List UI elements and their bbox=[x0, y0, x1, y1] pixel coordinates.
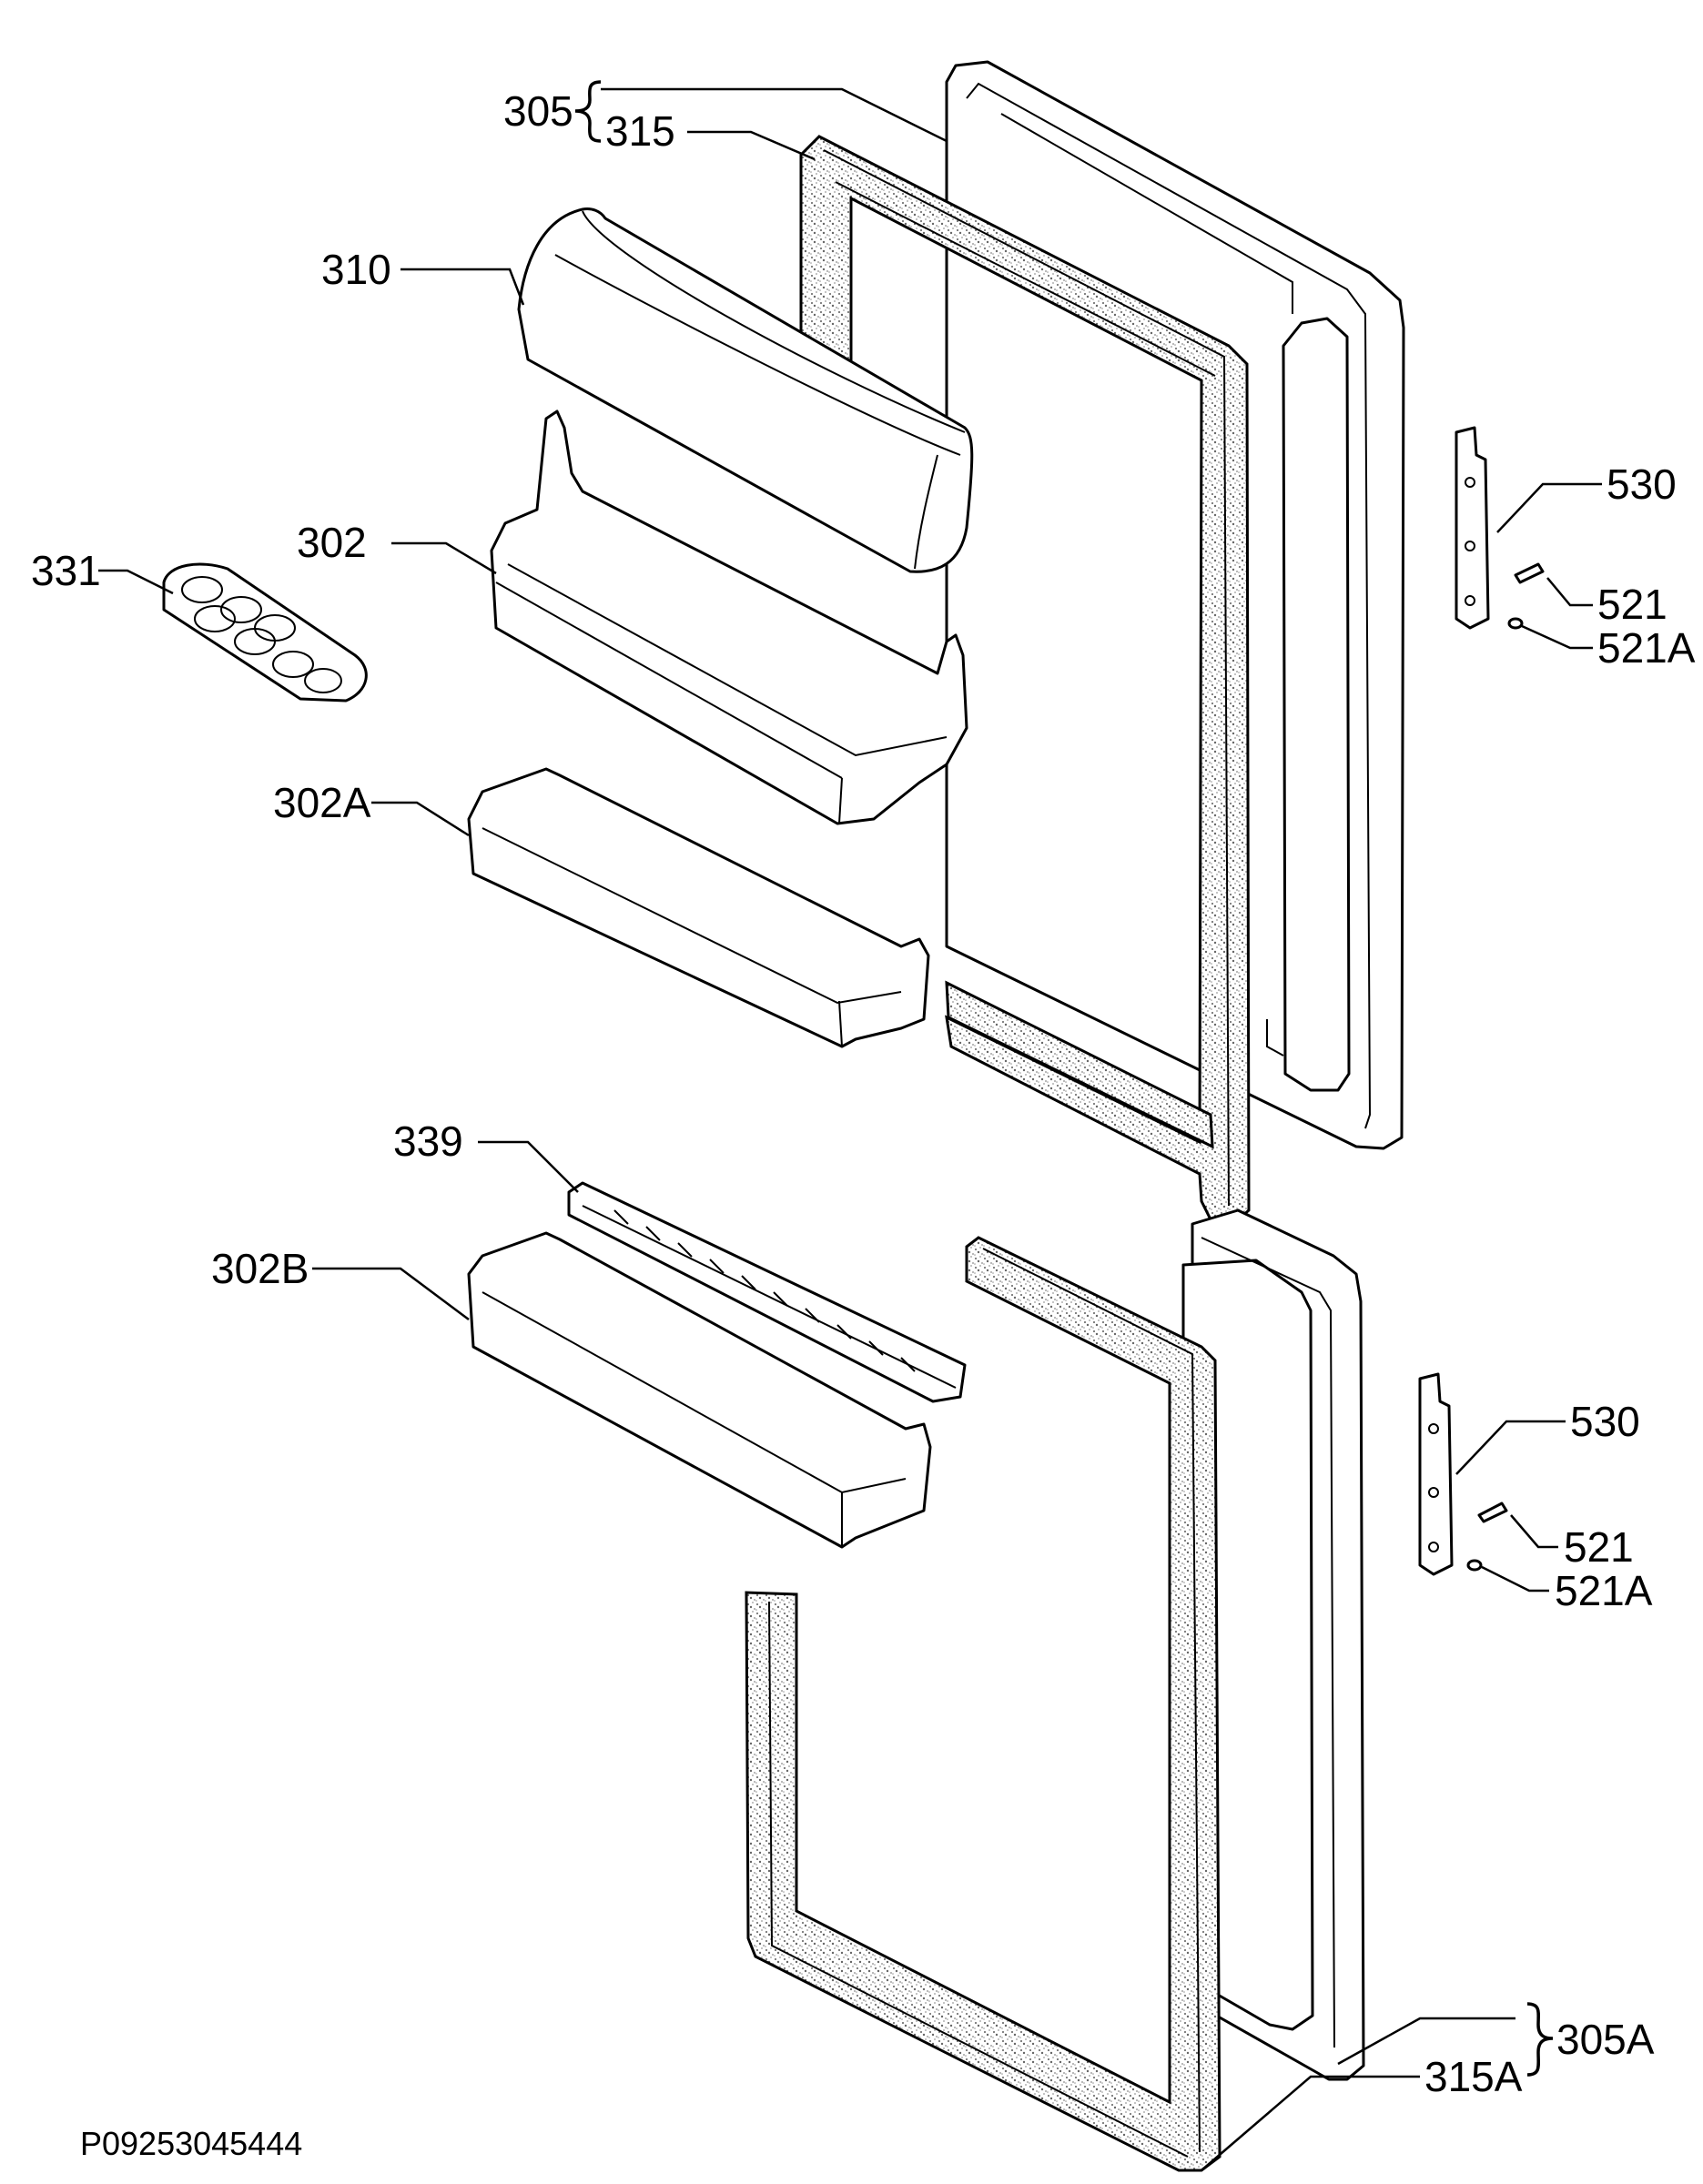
upper-door-panel bbox=[945, 60, 1405, 1150]
label-num: 302 bbox=[297, 519, 367, 566]
part-label-305: 305 bbox=[503, 87, 573, 135]
label-num: 530 bbox=[1607, 460, 1677, 508]
label-num: 530 bbox=[1570, 1398, 1640, 1445]
lower-washer bbox=[1466, 1559, 1483, 1572]
lower-hinge-pin bbox=[1477, 1502, 1508, 1523]
lower-door-shelf bbox=[467, 1231, 932, 1549]
label-num: 310 bbox=[321, 246, 391, 293]
label-suffix: A bbox=[1668, 624, 1696, 672]
part-label-521a-lower: 521A bbox=[1555, 1567, 1653, 1614]
svg-text:310: 310 bbox=[321, 246, 391, 293]
bottle-rack bbox=[567, 1181, 967, 1403]
part-label-302b: 302B bbox=[211, 1245, 309, 1292]
svg-text:305A: 305A bbox=[1556, 2016, 1655, 2063]
upper-door-gasket bbox=[799, 135, 1251, 1226]
svg-text:521A: 521A bbox=[1597, 624, 1696, 672]
upper-hinge-pin bbox=[1514, 562, 1545, 584]
svg-text:302A: 302A bbox=[273, 779, 371, 826]
leader-lines bbox=[98, 87, 1602, 2171]
label-num: 305 bbox=[503, 87, 573, 135]
label-num: 331 bbox=[31, 547, 101, 594]
svg-text:521: 521 bbox=[1564, 1523, 1634, 1571]
drawing-id: P09253045444 bbox=[80, 2125, 302, 2162]
lower-hinge bbox=[1418, 1372, 1454, 1576]
dairy-compartment-cover bbox=[517, 207, 974, 573]
part-label-315a: 315A bbox=[1424, 2053, 1523, 2100]
svg-text:521: 521 bbox=[1597, 581, 1668, 628]
label-num: 315 bbox=[1424, 2053, 1495, 2100]
middle-door-shelf bbox=[467, 767, 930, 1048]
brace-lower bbox=[1526, 2002, 1554, 2077]
svg-text:315A: 315A bbox=[1424, 2053, 1523, 2100]
upper-washer bbox=[1507, 617, 1524, 630]
svg-text:305: 305 bbox=[503, 87, 573, 135]
svg-text:530: 530 bbox=[1570, 1398, 1640, 1445]
svg-text:331: 331 bbox=[31, 547, 101, 594]
svg-text:530: 530 bbox=[1607, 460, 1677, 508]
svg-text:302B: 302B bbox=[211, 1245, 309, 1292]
label-suffix: A bbox=[1495, 2053, 1523, 2100]
label-num: 302 bbox=[211, 1245, 281, 1292]
part-label-339: 339 bbox=[393, 1117, 463, 1165]
part-label-302a: 302A bbox=[273, 779, 371, 826]
part-label-315: 315 bbox=[605, 107, 675, 155]
svg-text:302: 302 bbox=[297, 519, 367, 566]
svg-text:339: 339 bbox=[393, 1117, 463, 1165]
label-num: 302 bbox=[273, 779, 343, 826]
label-num: 305 bbox=[1556, 2016, 1627, 2063]
part-label-530-upper: 530 bbox=[1607, 460, 1677, 508]
part-label-302: 302 bbox=[297, 519, 367, 566]
svg-text:521A: 521A bbox=[1555, 1567, 1653, 1614]
label-suffix: A bbox=[1627, 2016, 1655, 2063]
part-label-521-upper: 521 bbox=[1597, 581, 1668, 628]
upper-hinge bbox=[1455, 426, 1490, 630]
label-num: 315 bbox=[605, 107, 675, 155]
label-num: 339 bbox=[393, 1117, 463, 1165]
label-num: 521 bbox=[1597, 624, 1668, 672]
lower-door-gasket bbox=[745, 1236, 1221, 2172]
label-num: 521 bbox=[1564, 1523, 1634, 1571]
label-num: 521 bbox=[1597, 581, 1668, 628]
part-label-305a: 305A bbox=[1556, 2016, 1655, 2063]
egg-tray bbox=[162, 562, 368, 703]
part-label-331: 331 bbox=[31, 547, 101, 594]
part-label-521-lower: 521 bbox=[1564, 1523, 1634, 1571]
brace-upper bbox=[574, 80, 602, 143]
svg-text:315: 315 bbox=[605, 107, 675, 155]
part-label-521a-upper: 521A bbox=[1597, 624, 1696, 672]
label-suffix: B bbox=[281, 1245, 309, 1292]
label-suffix: A bbox=[343, 779, 371, 826]
upper-door-shelf bbox=[490, 410, 968, 825]
label-suffix: A bbox=[1625, 1567, 1653, 1614]
part-label-310: 310 bbox=[321, 246, 391, 293]
label-num: 521 bbox=[1555, 1567, 1625, 1614]
part-label-530-lower: 530 bbox=[1570, 1398, 1640, 1445]
